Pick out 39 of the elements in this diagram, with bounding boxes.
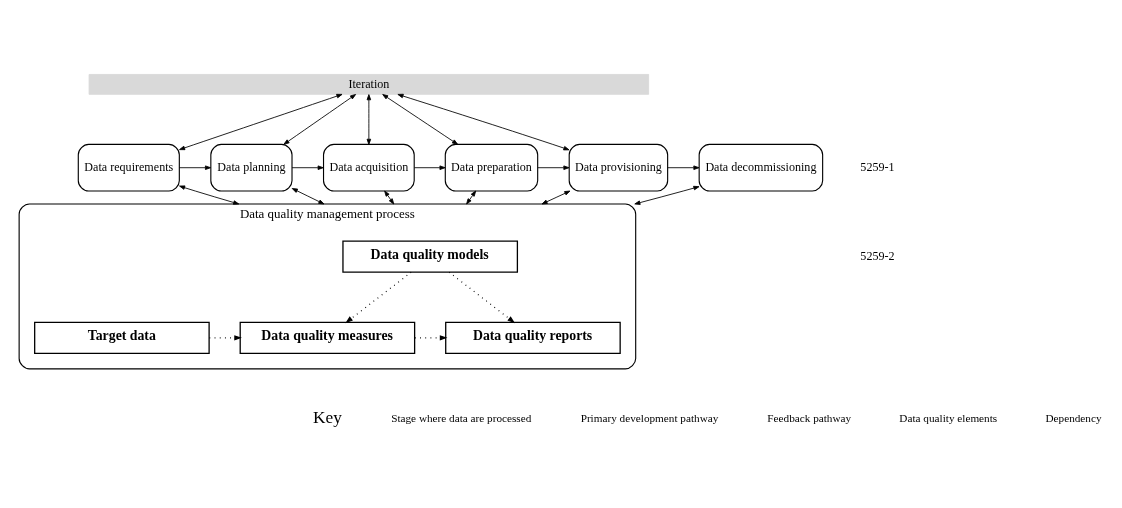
arrow — [384, 190, 395, 204]
label: Key — [313, 407, 342, 427]
label: 5259-1 — [860, 159, 895, 174]
arrow — [291, 187, 325, 204]
arrow — [283, 93, 357, 145]
node-box: Data quality models — [342, 239, 519, 273]
legend-label: Primary development pathway — [580, 411, 719, 424]
arrow — [397, 93, 570, 150]
legend-label: Data quality elements — [899, 411, 998, 424]
node-box: Iteration — [88, 73, 650, 95]
arrow — [634, 185, 700, 205]
node-box: Data planning — [210, 143, 293, 192]
arrow — [345, 271, 412, 323]
label: 5259-2 — [860, 248, 895, 263]
arrow — [448, 271, 516, 323]
arrow — [541, 190, 571, 204]
node-box: Data quality reports — [445, 321, 621, 354]
arrow — [413, 164, 446, 170]
arrow — [466, 190, 477, 204]
arrow — [667, 164, 700, 170]
legend-label: Feedback pathway — [767, 411, 852, 424]
node-box: Data quality measures — [239, 321, 416, 354]
arrow — [537, 164, 570, 170]
arrow — [414, 334, 448, 340]
node-box: Data decommissioning — [698, 143, 824, 192]
legend-label: Stage where data are processed — [391, 411, 532, 424]
node-box: Data preparation — [444, 143, 539, 192]
arrow — [382, 93, 458, 145]
node-box: Data requirements — [77, 143, 180, 192]
arrow — [291, 164, 324, 170]
node-box: Data provisioning — [568, 143, 669, 192]
arrow — [179, 184, 240, 205]
node-box: Target data — [34, 321, 210, 354]
legend-label: Dependency — [1045, 411, 1102, 424]
arrow — [208, 334, 242, 340]
arrow — [178, 164, 212, 170]
arrow — [179, 93, 343, 150]
arrow — [366, 93, 372, 145]
node-box: Data acquisition — [322, 143, 415, 192]
